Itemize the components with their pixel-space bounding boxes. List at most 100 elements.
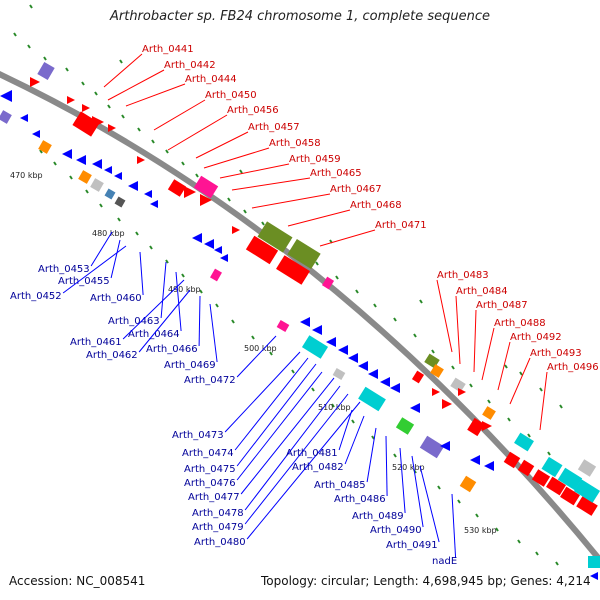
gene-arrow[interactable]	[82, 104, 90, 112]
reverse-gene-label[interactable]: Arth_0463	[108, 316, 160, 327]
gene-block[interactable]	[411, 370, 425, 384]
gene-arrow[interactable]	[137, 156, 145, 164]
forward-gene-label[interactable]: Arth_0493	[530, 348, 582, 359]
forward-gene-label[interactable]: Arth_0484	[456, 286, 508, 297]
forward-gene-label[interactable]: Arth_0483	[437, 270, 489, 281]
gene-arrow[interactable]	[338, 345, 348, 355]
gene-arrow[interactable]	[200, 194, 212, 206]
forward-gene-label[interactable]: Arth_0458	[269, 138, 321, 149]
gene-arrow[interactable]	[482, 421, 492, 431]
reverse-gene-label[interactable]: Arth_0453	[38, 264, 90, 275]
gene-block[interactable]	[301, 335, 329, 359]
reverse-gene-label[interactable]: nadE	[432, 556, 457, 567]
gene-block[interactable]	[541, 456, 563, 478]
forward-gene-label[interactable]: Arth_0442	[164, 60, 216, 71]
gene-arrow[interactable]	[458, 388, 466, 396]
gene-arrow[interactable]	[114, 172, 122, 180]
gene-block[interactable]	[38, 140, 52, 154]
gene-block[interactable]	[257, 221, 293, 253]
reverse-gene-label[interactable]: Arth_0481	[286, 448, 338, 459]
gene-block[interactable]	[546, 476, 566, 496]
gene-block[interactable]	[114, 196, 126, 208]
gene-arrow[interactable]	[358, 361, 368, 371]
gene-block[interactable]	[321, 276, 335, 290]
gene-arrow[interactable]	[128, 181, 138, 191]
reverse-gene-label[interactable]: Arth_0461	[70, 337, 122, 348]
gene-arrow[interactable]	[92, 159, 102, 169]
reverse-gene-label[interactable]: Arth_0474	[182, 448, 234, 459]
reverse-gene-label[interactable]: Arth_0490	[370, 525, 422, 536]
gene-block[interactable]	[576, 496, 598, 516]
reverse-gene-label[interactable]: Arth_0477	[188, 492, 240, 503]
gene-arrow[interactable]	[214, 246, 222, 254]
gene-block[interactable]	[503, 451, 521, 469]
forward-gene-label[interactable]: Arth_0456	[227, 105, 279, 116]
gene-arrow[interactable]	[20, 114, 28, 122]
gene-block[interactable]	[245, 235, 279, 265]
reverse-gene-label[interactable]: Arth_0479	[192, 522, 244, 533]
gene-arrow[interactable]	[184, 186, 196, 198]
forward-gene-label[interactable]: Arth_0468	[350, 200, 402, 211]
reverse-gene-label[interactable]: Arth_0489	[352, 511, 404, 522]
reverse-gene-label[interactable]: Arth_0452	[10, 291, 62, 302]
gene-arrow[interactable]	[76, 155, 86, 165]
gene-block[interactable]	[104, 188, 116, 200]
gene-block[interactable]	[210, 268, 222, 282]
reverse-gene-label[interactable]: Arth_0475	[184, 464, 236, 475]
gene-arrow[interactable]	[67, 96, 75, 104]
gene-arrow[interactable]	[108, 124, 116, 132]
gene-block[interactable]	[560, 486, 580, 506]
gene-block[interactable]	[0, 110, 12, 124]
gene-block[interactable]	[577, 459, 597, 477]
reverse-gene-label[interactable]: Arth_0472	[184, 375, 236, 386]
gene-arrow[interactable]	[30, 77, 40, 87]
gene-arrow[interactable]	[348, 353, 358, 363]
gene-block[interactable]	[482, 406, 496, 420]
reverse-gene-label[interactable]: Arth_0476	[184, 478, 236, 489]
reverse-gene-label[interactable]: Arth_0469	[164, 360, 216, 371]
gene-arrow[interactable]	[590, 572, 598, 580]
gene-block[interactable]	[90, 178, 104, 192]
gene-block[interactable]	[167, 179, 187, 197]
forward-gene-label[interactable]: Arth_0441	[142, 44, 194, 55]
gene-block[interactable]	[395, 417, 415, 435]
gene-arrow[interactable]	[32, 130, 40, 138]
forward-gene-label[interactable]: Arth_0467	[330, 184, 382, 195]
gene-arrow[interactable]	[300, 317, 310, 327]
reverse-gene-label[interactable]: Arth_0460	[90, 293, 142, 304]
forward-gene-label[interactable]: Arth_0487	[476, 300, 528, 311]
forward-gene-label[interactable]: Arth_0496	[547, 362, 599, 373]
forward-gene-label[interactable]: Arth_0492	[510, 332, 562, 343]
gene-arrow[interactable]	[484, 461, 494, 471]
gene-block[interactable]	[332, 368, 346, 380]
gene-arrow[interactable]	[440, 441, 450, 451]
gene-arrow[interactable]	[390, 383, 400, 393]
gene-block[interactable]	[517, 459, 535, 477]
gene-block[interactable]	[531, 469, 551, 487]
gene-arrow[interactable]	[312, 325, 322, 335]
reverse-gene-label[interactable]: Arth_0478	[192, 508, 244, 519]
gene-arrow[interactable]	[442, 399, 452, 409]
forward-gene-label[interactable]: Arth_0471	[375, 220, 427, 231]
gene-arrow[interactable]	[92, 116, 104, 128]
gene-block[interactable]	[459, 475, 477, 493]
gene-arrow[interactable]	[150, 200, 158, 208]
gene-block[interactable]	[78, 170, 92, 184]
forward-gene-label[interactable]: Arth_0444	[185, 74, 237, 85]
gene-arrow[interactable]	[104, 166, 112, 174]
forward-gene-label[interactable]: Arth_0459	[289, 154, 341, 165]
reverse-gene-label[interactable]: Arth_0462	[86, 350, 138, 361]
reverse-gene-label[interactable]: Arth_0491	[386, 540, 438, 551]
gene-arrow[interactable]	[144, 190, 152, 198]
gene-arrow[interactable]	[326, 337, 336, 347]
reverse-gene-label[interactable]: Arth_0482	[292, 462, 344, 473]
reverse-gene-label[interactable]: Arth_0455	[58, 276, 110, 287]
gene-block[interactable]	[419, 435, 445, 459]
reverse-gene-label[interactable]: Arth_0486	[334, 494, 386, 505]
gene-arrow[interactable]	[410, 403, 420, 413]
forward-gene-label[interactable]: Arth_0450	[205, 90, 257, 101]
forward-gene-label[interactable]: Arth_0488	[494, 318, 546, 329]
reverse-gene-label[interactable]: Arth_0466	[146, 344, 198, 355]
gene-arrow[interactable]	[204, 239, 214, 249]
gene-arrow[interactable]	[192, 233, 202, 243]
